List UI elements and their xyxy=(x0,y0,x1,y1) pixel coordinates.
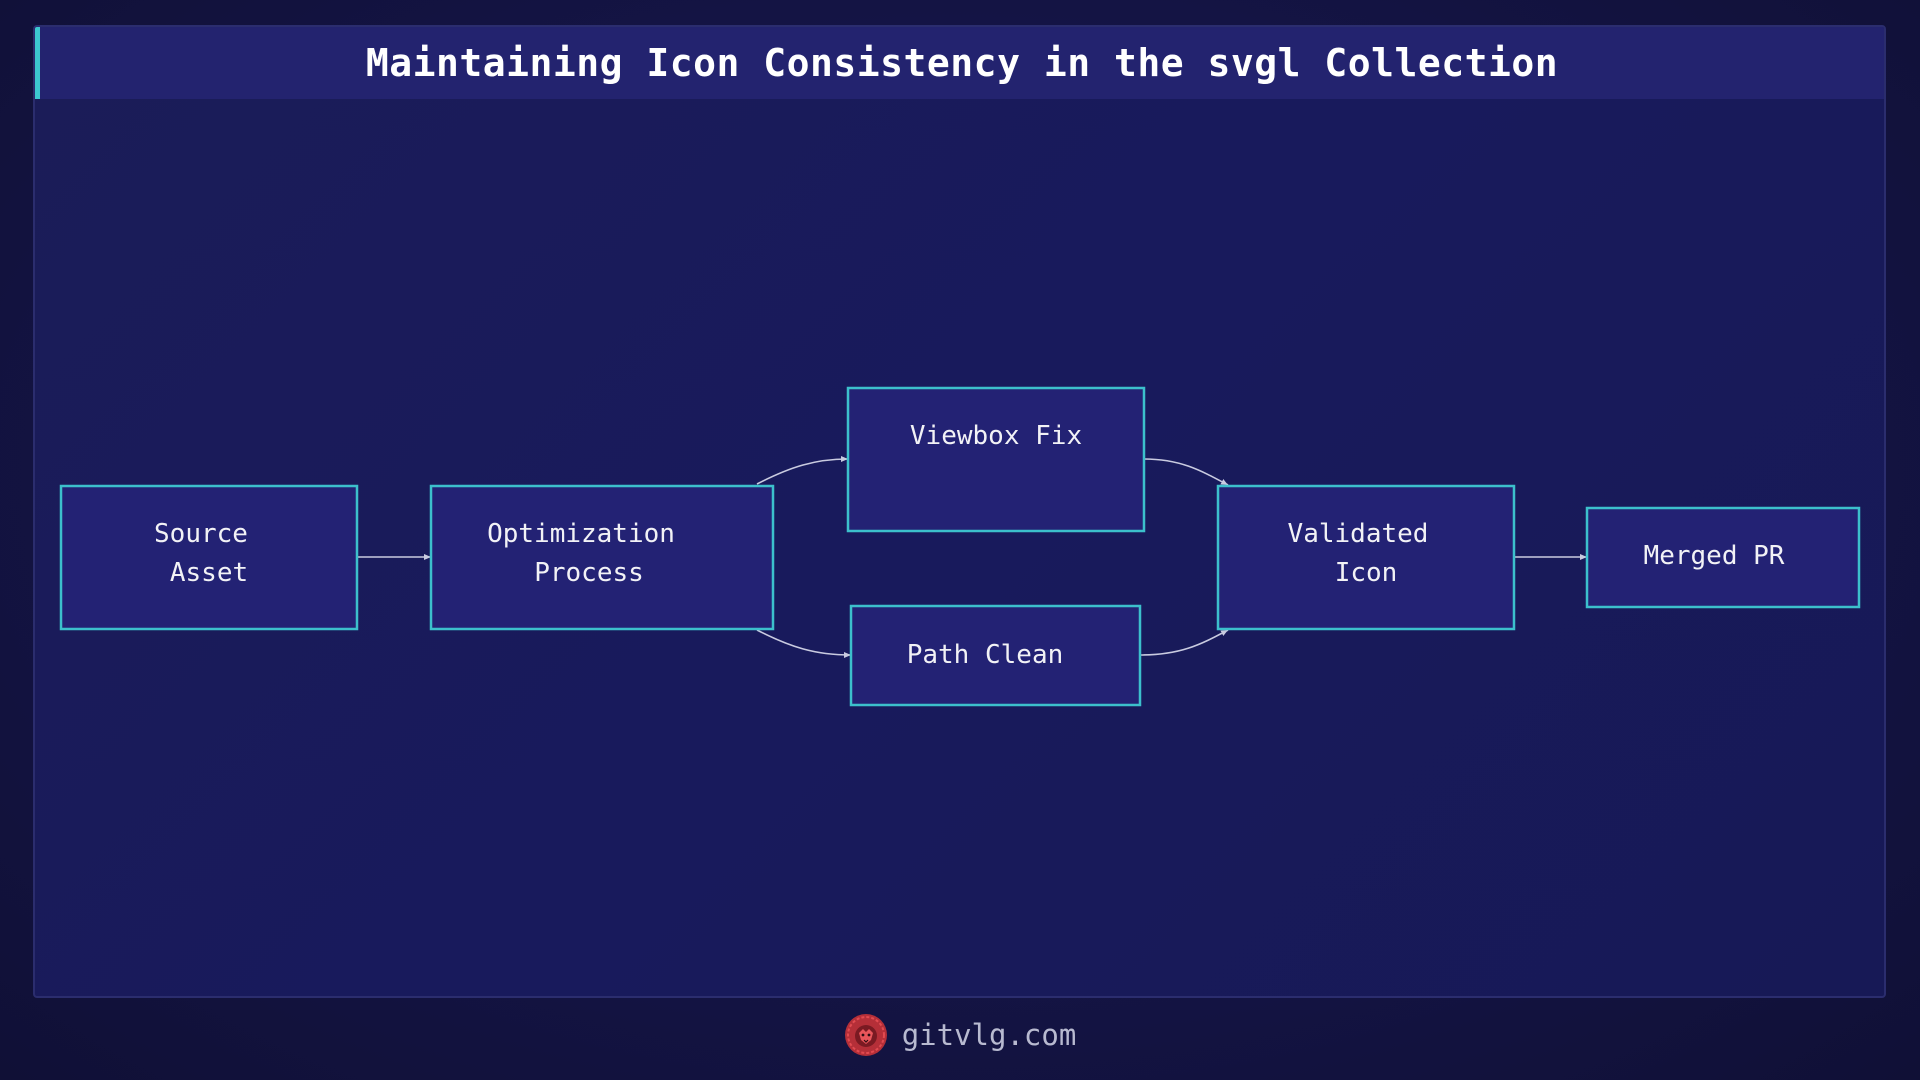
node-label: Icon xyxy=(1335,558,1398,588)
node-viewbox-fix: Viewbox Fix xyxy=(846,386,1146,533)
edge-viewbox-to-validated xyxy=(1143,458,1229,486)
node-label: Merged PR xyxy=(1644,541,1785,571)
footer: gitvlg.com xyxy=(0,1010,1920,1060)
title-bar: Maintaining Icon Consistency in the svgl… xyxy=(35,27,1884,99)
node-validated-icon: Validated Icon xyxy=(1216,484,1516,631)
node-merged-pr: Merged PR xyxy=(1585,506,1861,609)
node-label: Optimization xyxy=(487,519,675,549)
node-label: Source xyxy=(154,519,248,549)
page-title: Maintaining Icon Consistency in the svgl… xyxy=(365,41,1559,85)
node-label: Asset xyxy=(170,558,248,588)
edges xyxy=(358,456,1587,658)
node-source-asset: Source Asset xyxy=(59,484,359,631)
edge-path-to-validated xyxy=(1139,629,1229,656)
node-label: Viewbox Fix xyxy=(910,421,1082,451)
footer-site-name[interactable]: gitvlg.com xyxy=(901,1018,1077,1052)
node-path-clean: Path Clean xyxy=(849,604,1142,707)
node-label: Path Clean xyxy=(907,640,1064,670)
node-label: Validated xyxy=(1288,519,1429,549)
node-label: Process xyxy=(534,558,644,588)
edge-optimization-to-path xyxy=(756,629,852,658)
lion-head-icon xyxy=(844,1014,887,1056)
node-optimization-process: Optimization Process xyxy=(429,484,775,631)
edge-optimization-to-viewbox xyxy=(756,456,849,485)
